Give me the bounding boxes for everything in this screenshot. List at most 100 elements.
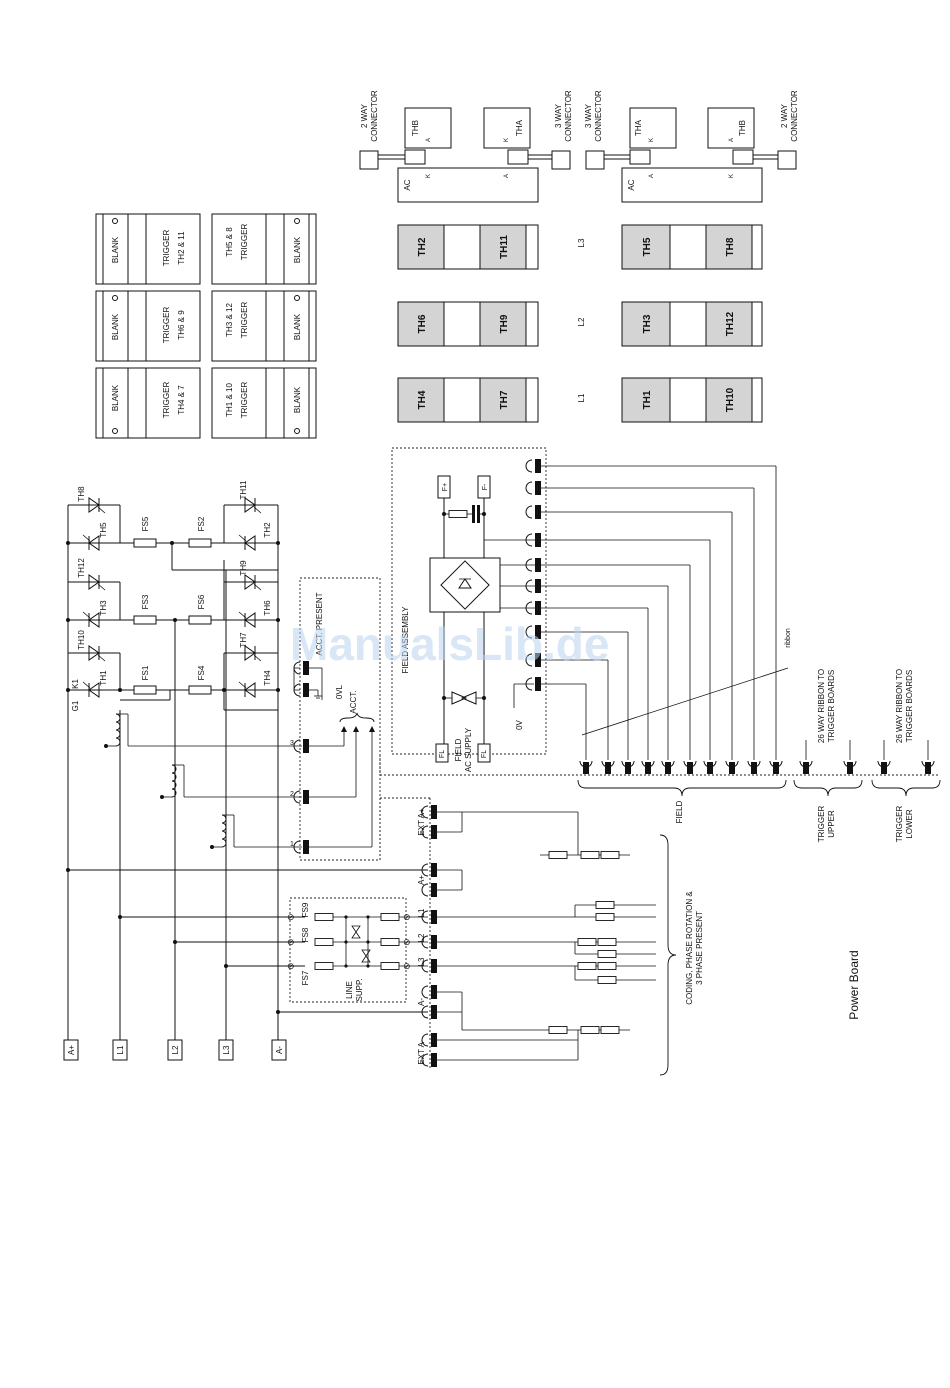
field-label: FIELD [675,800,684,823]
card4-blank: BLANK [293,313,302,340]
right-module-tha: THA [634,119,643,136]
field-fl2: FL [481,750,488,758]
card5-blank: BLANK [111,384,120,411]
field-socket-column [484,458,542,692]
l3-label: L3 [417,957,426,966]
block-th8: TH8 [725,237,736,256]
right-module-thb-k: K [729,174,735,178]
phase-label-l1: L1 [577,393,586,402]
field-ac-supply: FIELDAC SUPPLY [454,727,473,772]
field-assembly: F+ F- FL FL FIELDAC SUPPLY FIELD ASSEMBL… [391,447,547,772]
trigger-lower-label: TRIGGERLOWER [895,806,914,843]
power-board-title: Power Board [847,950,861,1019]
card2-blank: BLANK [293,236,302,263]
acct-present-label: ACCT. PRESENT [315,592,324,655]
card3-blank: BLANK [111,313,120,340]
card3-ths: TH6 & 9 [177,310,186,340]
thyristor-blocks: TH2 TH11 TH5 TH8 L3 TH6 TH9 TH3 TH12 L2 … [397,224,763,423]
fs3-label: FS3 [141,594,150,609]
terminal-a-minus: A- [275,1046,284,1054]
card5-ths: TH4 & 7 [177,385,186,415]
g1-label: G1 [71,700,80,711]
field-fl1: FL [439,750,446,758]
left-module-anode: A [426,138,432,142]
l1-label: L1 [417,908,426,917]
coding-label: CODING, PHASE ROTATION &3 PHASE PRESENT [685,891,704,1005]
card1-blank: BLANK [111,236,120,263]
ribbon-label: ribbon [785,628,792,648]
left-module-conn-left: 2 WAYCONNECTOR [360,90,379,142]
fs4-label: FS4 [197,665,206,680]
right-module-cathode: K [649,138,655,142]
trigger-upper-ribbon: 26 WAY RIBBON TOTRIGGER BOARDS [817,669,836,743]
field-0v: 0V [515,719,524,729]
th4-label: TH4 [263,670,272,686]
th9-label: TH9 [239,560,248,576]
block-th7: TH7 [499,390,510,409]
terminal-l2: L2 [171,1045,180,1054]
trigger-upper: 26 WAY RIBBON TOTRIGGER BOARDS TRIGGERUP… [793,669,863,842]
th12-label: TH12 [77,558,86,578]
trigger-cards: BLANK TRIGGER TH2 & 11 TH5 & 8 TRIGGER B… [95,213,317,439]
watermark: ManualsLib.de [290,618,609,670]
acct-pin-1: 1 [290,841,294,848]
right-module-anode: A [729,138,735,142]
left-module-thb: THB [411,120,420,136]
ext-a-minus-label: EXT A- [417,1039,426,1065]
left-module-thb-k: K [426,174,432,178]
k1-label: K1 [71,679,80,689]
card1-trigger: TRIGGER [162,230,171,267]
terminal-l3: L3 [222,1045,231,1054]
fs2-label: FS2 [197,516,206,531]
fs7-label: FS7 [301,970,310,985]
fs6-label: FS6 [197,594,206,609]
block-th10: TH10 [725,387,736,412]
phase-label-l3: L3 [577,238,586,247]
svg-text:⊘: ⊘ [287,937,295,947]
svg-text:⊘: ⊘ [403,961,411,971]
right-module-ac: AC [627,179,636,190]
terminal-a-plus: A+ [67,1045,76,1055]
connector-module-left: THB A K THA K A AC 2 WAYCONNECTOR 3 WAYC… [359,90,573,203]
svg-text:⊘: ⊘ [287,912,295,922]
left-module-cathode: K [504,138,510,142]
left-module-tha: THA [515,119,524,136]
trigger-lower: 26 WAY RIBBON TOTRIGGER BOARDS TRIGGERLO… [871,669,941,843]
block-th12: TH12 [725,311,736,336]
field-assembly-label: FIELD ASSEMBLY [401,606,410,674]
card6-blank: BLANK [293,386,302,413]
a-plus-label: A+ [417,875,426,885]
right-module-conn-left: 3 WAYCONNECTOR [584,90,603,142]
right-module-tha-a: A [649,174,655,178]
block-th5: TH5 [642,237,653,256]
th8-label: TH8 [77,486,86,502]
fs9-label: FS9 [301,902,310,917]
left-module-tha-a: A [504,174,510,178]
card6-trigger: TRIGGER [240,382,249,419]
block-th2: TH2 [417,237,428,256]
phase-label-l2: L2 [577,317,586,326]
card3-trigger: TRIGGER [162,307,171,344]
fs1-label: FS1 [141,665,150,680]
th5-label: TH5 [99,522,108,538]
block-th3: TH3 [642,314,653,333]
fs8-label: FS8 [301,927,310,942]
block-th9: TH9 [499,314,510,333]
ext-a-plus-label: EXT A+ [417,808,426,836]
right-module-thb: THB [738,120,747,136]
block-th4: TH4 [417,390,428,409]
th3-label: TH3 [99,600,108,616]
acct-pin-3: 3 [290,740,294,747]
card1-ths: TH2 & 11 [177,231,186,265]
field-f-plus: F+ [442,483,449,491]
thyristor-bridge: TH8 TH11 TH5 TH2 TH12 TH9 TH3 TH6 TH10 T… [66,480,428,1040]
terminal-l1: L1 [116,1045,125,1054]
block-th1: TH1 [642,390,653,409]
line-suppression: ⊘⊘⊘ ⊘⊘⊘ FS9 FS8 FS7 LINESUPP. [287,897,428,1003]
th10-label: TH10 [77,630,86,650]
a-minus-label: A- [417,998,426,1006]
acct-section: ACCT. PRESENT 0VL ACCT. 3 2 1 [290,577,381,861]
svg-text:⊘: ⊘ [403,912,411,922]
acct-label: ACCT. [349,690,358,713]
